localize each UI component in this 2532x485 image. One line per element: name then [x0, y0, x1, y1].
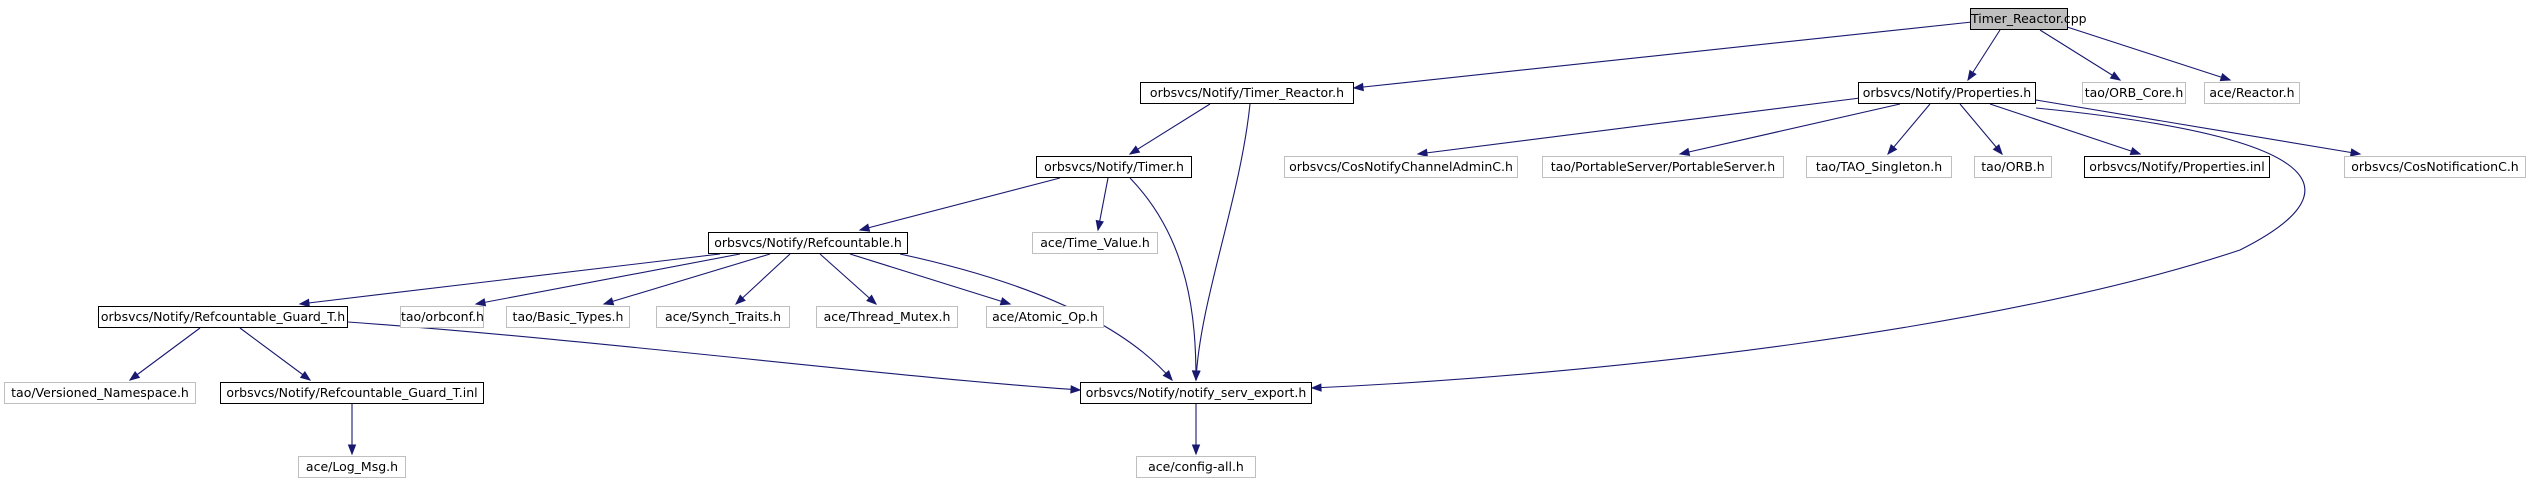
node-portable-server-h: tao/PortableServer/PortableServer.h — [1542, 156, 1784, 178]
edge-ref-to-synch-arrowhead — [734, 294, 746, 305]
node-tao-orbconf-h: tao/orbconf.h — [400, 306, 484, 328]
node-cos-notification-c-h: orbsvcs/CosNotificationC.h — [2344, 156, 2526, 178]
edge-props-to-singleton-arrowhead — [1887, 144, 1898, 156]
edge-treactor-to-timer-arrowhead — [1128, 145, 1141, 155]
edge-guard-to-export — [347, 321, 1081, 391]
edge-ref-to-export-arrowhead — [1162, 370, 1173, 382]
edge-props-to-propsinl-arrowhead — [2129, 146, 2142, 156]
edge-root-to-props — [1967, 29, 2001, 81]
edge-guard-to-versioned-arrowhead — [128, 370, 141, 381]
edge-ref-to-synch — [735, 253, 791, 305]
edge-ref-to-basic — [603, 253, 771, 305]
edge-ref-to-mutex-arrowhead — [866, 294, 878, 305]
edge-root-to-treactor-arrowhead — [1352, 82, 1364, 92]
edge-guard-to-versioned — [129, 327, 201, 381]
node-notify-serv-export-h[interactable]: orbsvcs/Notify/notify_serv_export.h — [1080, 382, 1312, 404]
node-ace-thread-mutex-h: ace/Thread_Mutex.h — [816, 306, 958, 328]
node-tao-basic-types-h: tao/Basic_Types.h — [506, 306, 630, 328]
edge-guard-to-export-arrowhead — [1070, 385, 1082, 394]
node-tao-orb-h: tao/ORB.h — [1974, 156, 2052, 178]
edge-export-to-config-arrowhead — [1191, 444, 1201, 456]
edge-props-to-ps — [1679, 103, 1901, 155]
edge-props-to-cosnotif-arrowhead — [2349, 148, 2362, 157]
node-ace-synch-traits-h: ace/Synch_Traits.h — [656, 306, 790, 328]
node-notify-properties-inl[interactable]: orbsvcs/Notify/Properties.inl — [2084, 156, 2270, 178]
edge-ref-to-guard — [299, 253, 721, 305]
edge-timer-to-ref — [859, 177, 1061, 231]
node-ace-config-all-h: ace/config-all.h — [1136, 456, 1256, 478]
edge-root-to-treactor — [1353, 21, 1973, 89]
edge-props-to-singleton — [1887, 103, 1931, 155]
node-notify-refcountable-guard-t-h[interactable]: orbsvcs/Notify/Refcountable_Guard_T.h — [98, 306, 348, 328]
edge-ref-to-guard-arrowhead — [298, 298, 310, 308]
node-timer-reactor-cpp[interactable]: Timer_Reactor.cpp — [1970, 8, 2087, 30]
edge-guard-to-guardinl-arrowhead — [299, 370, 312, 381]
edge-ref-to-orbconf-arrowhead — [474, 298, 487, 307]
node-orb-core-h: tao/ORB_Core.h — [2082, 82, 2186, 104]
edge-props-to-orb — [1959, 103, 2003, 155]
edge-timer-to-ref-arrowhead — [858, 223, 871, 232]
edge-props-to-orb-arrowhead — [1992, 144, 2003, 156]
node-notify-timer-reactor-h[interactable]: orbsvcs/Notify/Timer_Reactor.h — [1140, 82, 1354, 104]
edge-props-to-export — [1311, 107, 2306, 389]
edge-ref-to-orbconf — [475, 253, 741, 305]
edge-root-to-orbcore-arrowhead — [2109, 71, 2122, 81]
node-cos-notify-channel-admin-c-h: orbsvcs/CosNotifyChannelAdminC.h — [1284, 156, 1518, 178]
edge-guardinl-to-logmsg-arrowhead — [347, 444, 357, 456]
edge-props-to-ps-arrowhead — [1678, 147, 1691, 157]
edge-ref-to-mutex — [819, 253, 877, 305]
edge-root-to-props-arrowhead — [1967, 69, 1977, 82]
edge-root-to-reactor-arrowhead — [2219, 73, 2232, 82]
node-notify-properties-h[interactable]: orbsvcs/Notify/Properties.h — [1858, 82, 2036, 104]
edge-props-to-propsinl — [1989, 103, 2141, 155]
edge-timer-to-export — [1129, 177, 1197, 381]
edge-treactor-to-timer — [1129, 103, 1211, 155]
node-tao-versioned-namespace-h: tao/Versioned_Namespace.h — [4, 382, 196, 404]
edge-ref-to-export — [899, 253, 1173, 381]
edge-props-to-export-arrowhead — [1310, 383, 1322, 392]
edge-guard-to-guardinl — [239, 327, 311, 381]
node-ace-reactor-h: ace/Reactor.h — [2204, 82, 2300, 104]
node-ace-time-value-h: ace/Time_Value.h — [1032, 232, 1158, 254]
node-notify-refcountable-h[interactable]: orbsvcs/Notify/Refcountable.h — [708, 232, 908, 254]
edge-props-to-cosnotif — [2035, 99, 2361, 155]
node-notify-timer-h[interactable]: orbsvcs/Notify/Timer.h — [1036, 156, 1192, 178]
edge-ref-to-atomic — [849, 253, 1011, 305]
edge-ref-to-basic-arrowhead — [602, 297, 615, 306]
edge-timer-to-export-arrowhead — [1191, 370, 1201, 382]
edge-root-to-orbcore — [2039, 29, 2121, 81]
node-ace-log-msg-h: ace/Log_Msg.h — [298, 456, 406, 478]
edge-props-to-coschan — [1417, 97, 1861, 155]
edge-root-to-reactor — [2063, 25, 2231, 81]
edge-treactor-to-export — [1195, 103, 1251, 381]
edge-props-to-coschan-arrowhead — [1416, 148, 1428, 158]
node-tao-singleton-h: tao/TAO_Singleton.h — [1806, 156, 1952, 178]
node-notify-refcountable-guard-t-inl[interactable]: orbsvcs/Notify/Refcountable_Guard_T.inl — [220, 382, 484, 404]
node-ace-atomic-op-h: ace/Atomic_Op.h — [986, 306, 1104, 328]
edges — [128, 21, 2362, 456]
edge-ref-to-atomic-arrowhead — [999, 297, 1012, 306]
edge-timer-to-timeval-arrowhead — [1095, 219, 1104, 232]
